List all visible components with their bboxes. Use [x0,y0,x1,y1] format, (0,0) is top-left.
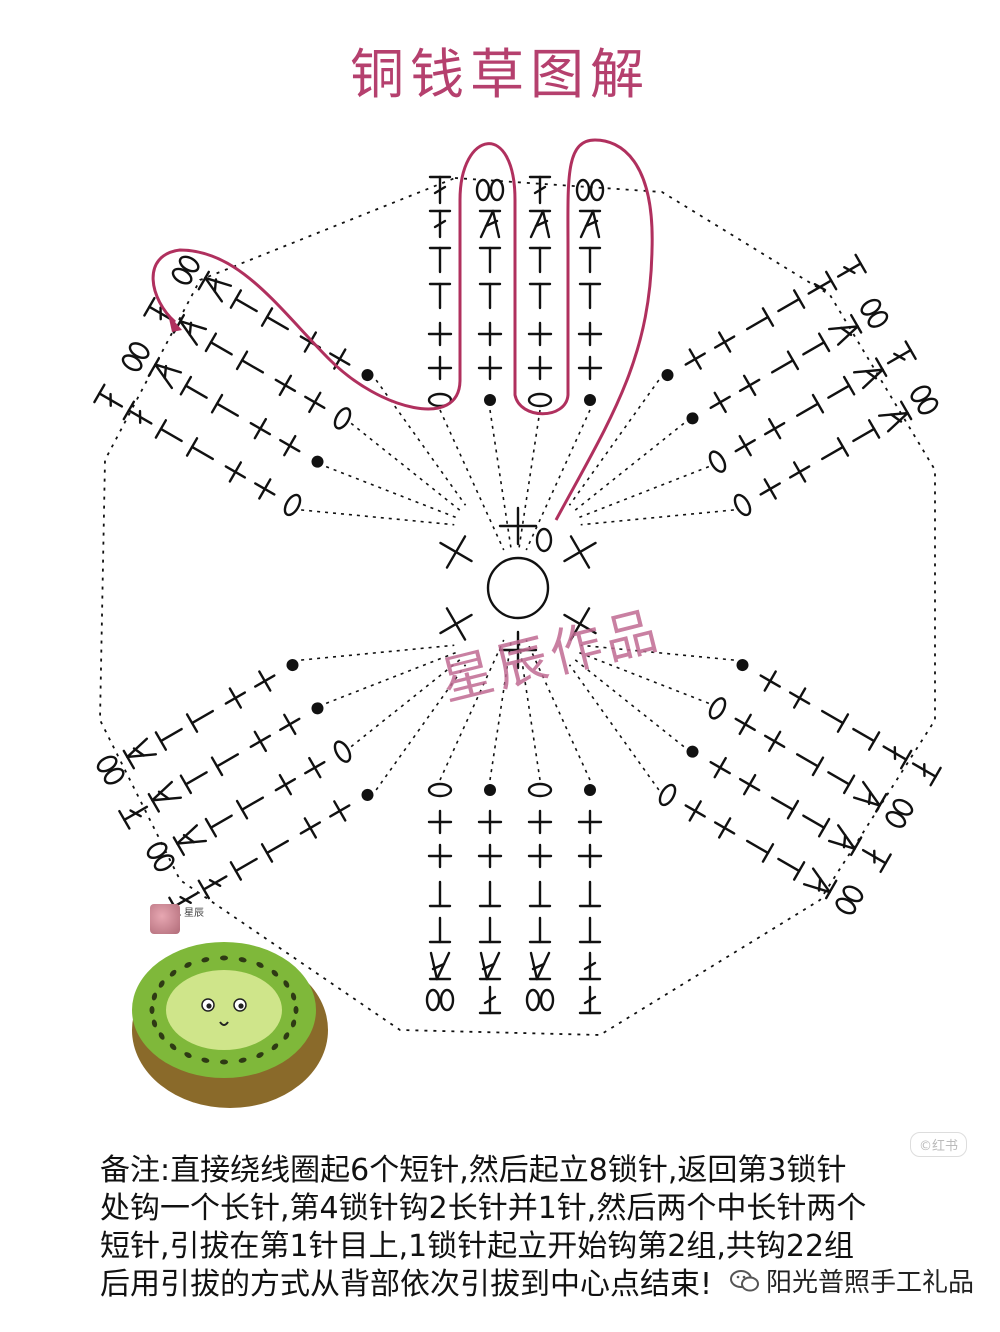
avatar-icon [150,904,180,934]
leaf-motif [427,175,605,551]
account-label: 阳光普照手工礼品 [730,1262,974,1299]
account-name: 阳光普照手工礼品 [766,1268,975,1298]
note-line: 备注:直接绕线圈起6个短针,然后起立8锁针,返回第3锁针 [100,1153,847,1188]
page-title: 铜钱草图解 [350,43,650,106]
working-direction-arrow [151,138,654,521]
avatar-name: 星辰 [184,908,204,919]
leaf-motif [93,255,467,526]
site-stamp: ©红书 [910,1132,968,1157]
kiwi-sticker [132,942,328,1108]
avatar: 星辰 [150,900,230,946]
arrowhead-icon [168,314,182,332]
note-line: 短针,引拔在第1针目上,1锁针起立开始钩第2组,共钩22组 [100,1229,855,1264]
leaf-motif [425,639,603,1015]
note-line: 后用引拔的方式从背部依次引拔到中心点结束! [100,1267,713,1302]
leaf-motif [96,644,467,917]
leaf-motif [568,253,939,526]
center-ring [439,506,597,670]
note-line: 处钩一个长针,第4锁针钩2长针并1针,然后两个中长针两个 [100,1191,867,1226]
leaf-motif [568,644,942,915]
pattern-notes: 备注:直接绕线圈起6个短针,然后起立8锁针,返回第3锁针 处钩一个长针,第4锁针… [100,1152,930,1304]
wechat-icon [730,1269,759,1291]
